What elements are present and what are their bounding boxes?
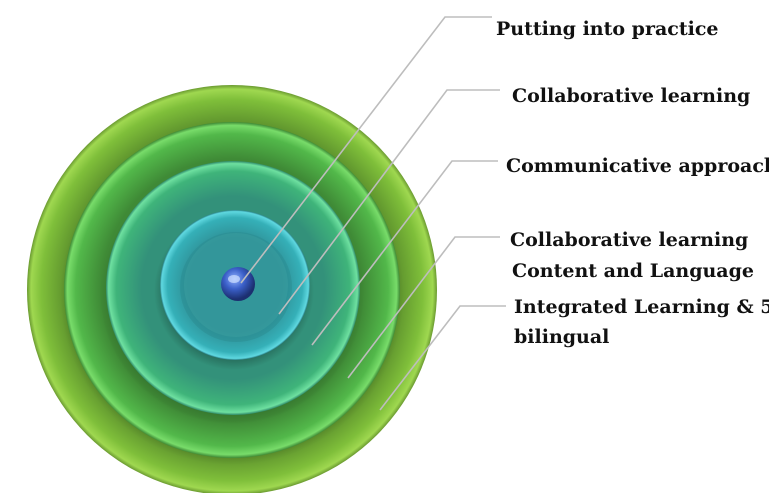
label-collaborative-learning-1: Collaborative learning: [512, 85, 750, 107]
label-bilingual: bilingual: [514, 326, 609, 348]
leader-line-putting-into-practice: [240, 16, 492, 284]
leader-line-collaborative-learning-1: [278, 89, 500, 315]
leader-line-collaborative-learning-2: [347, 236, 500, 379]
leader-line-integrated-learning: [379, 305, 506, 411]
label-content-and-language: Content and Language: [512, 260, 754, 282]
label-collaborative-learning-2: Collaborative learning: [510, 229, 748, 251]
leader-line-communicative-approach: [311, 160, 498, 346]
label-communicative-approach: Communicative approach: [506, 155, 769, 177]
label-integrated-learning: Integrated Learning & 5C: [514, 296, 769, 318]
label-putting-into-practice: Putting into practice: [496, 18, 719, 40]
